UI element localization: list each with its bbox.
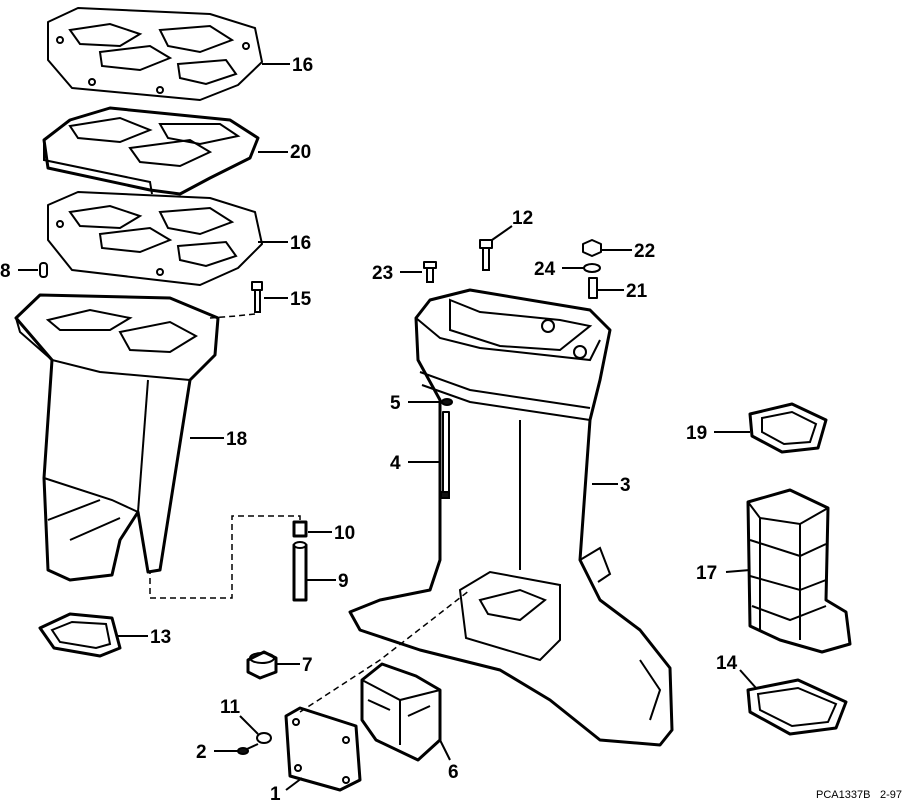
seal-14: [746, 678, 848, 736]
seal-13: [38, 612, 122, 658]
callout-13: 13: [150, 627, 171, 648]
callout-6: 6: [448, 762, 459, 783]
leader-17: [725, 569, 751, 573]
callout-14: 14: [716, 653, 738, 674]
adapter-plate-20: [42, 106, 260, 196]
screw-23: [423, 261, 437, 283]
callout-11: 11: [220, 697, 241, 718]
tube-9-cap-10: [149, 515, 308, 602]
callout-10: 10: [334, 523, 355, 544]
callout-24: 24: [534, 259, 556, 280]
callout-9: 9: [338, 571, 349, 592]
callout-22: 22: [634, 241, 655, 262]
callout-21: 21: [626, 281, 648, 302]
sleeve-17: [746, 488, 852, 654]
callout-16-top: 16: [292, 55, 313, 76]
washer-11: [256, 732, 272, 744]
callout-15: 15: [290, 289, 312, 310]
stud-21: [588, 277, 598, 299]
leader-1: [285, 777, 303, 791]
callout-3: 3: [620, 475, 631, 496]
callout-2: 2: [196, 742, 207, 763]
block-6: [360, 662, 442, 762]
screw-2: [237, 743, 259, 755]
cover-1: [284, 589, 471, 792]
pin-8: [39, 262, 48, 278]
leader-14: [739, 669, 757, 689]
page-number: 2-97: [880, 789, 902, 801]
drive-shaft-housing-3: [348, 288, 674, 747]
figure-code: PCA1337B: [816, 789, 870, 801]
callout-18: 18: [226, 429, 247, 450]
callout-1: 1: [270, 784, 281, 801]
exhaust-housing-18: [14, 293, 220, 582]
stud-4-washer-5: [441, 398, 453, 493]
callout-12: 12: [512, 208, 533, 229]
callout-8: 8: [0, 261, 11, 282]
callout-5: 5: [390, 393, 401, 414]
gasket-16-top: [47, 7, 263, 101]
nut-22: [582, 239, 602, 257]
callout-4: 4: [390, 453, 401, 474]
gasket-16-lower: [47, 191, 263, 286]
seal-19: [748, 402, 828, 454]
leader-11: [239, 715, 259, 735]
callout-17: 17: [696, 563, 717, 584]
callout-7: 7: [302, 655, 313, 676]
screw-12: [479, 239, 493, 271]
callout-19: 19: [686, 423, 707, 444]
screw-15: [209, 281, 263, 319]
callout-16-lower: 16: [290, 233, 311, 254]
leader-12: [491, 225, 513, 241]
leader-6: [439, 739, 451, 761]
callout-20: 20: [290, 142, 311, 163]
washer-24: [583, 263, 601, 273]
grommet-7: [246, 650, 278, 680]
callout-23: 23: [372, 263, 393, 284]
